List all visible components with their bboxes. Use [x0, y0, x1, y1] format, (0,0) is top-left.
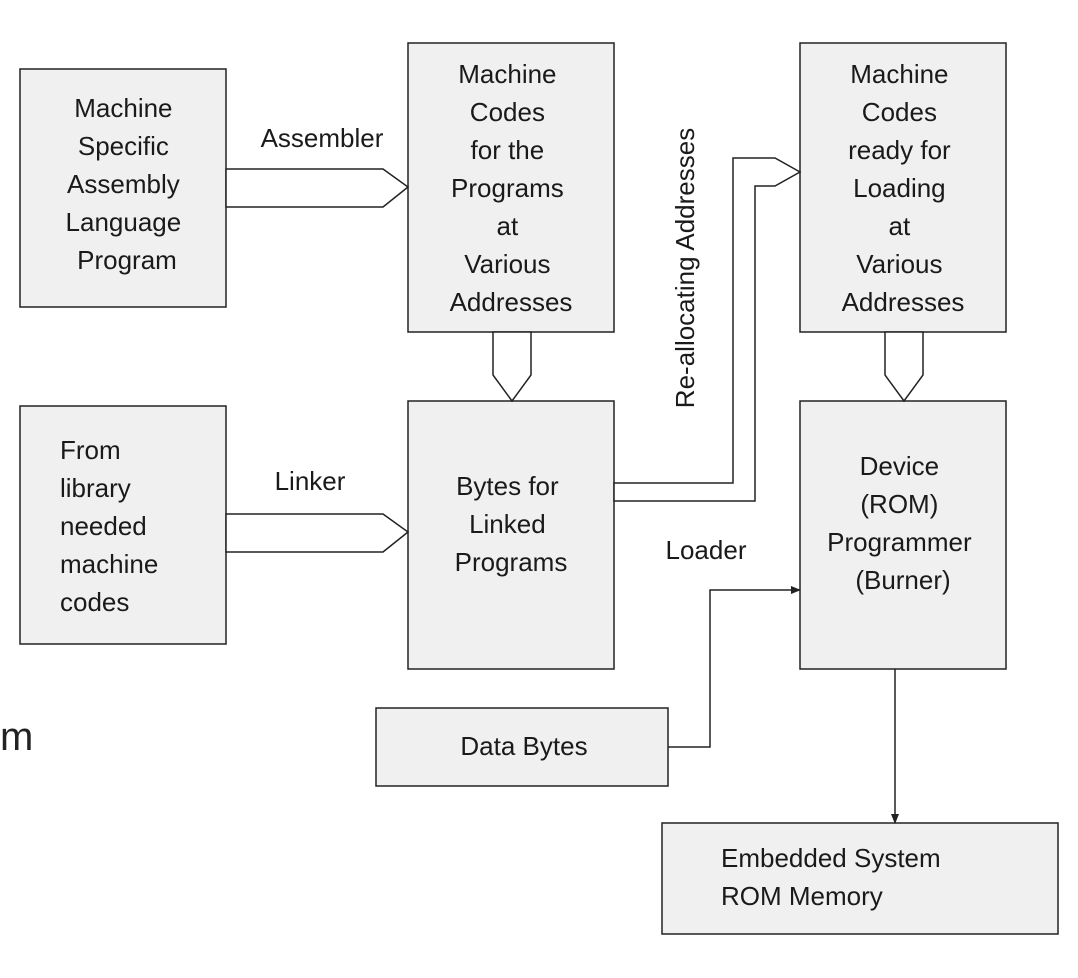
assembly-program-line: Program: [77, 245, 177, 275]
linked-bytes-line: Bytes for: [456, 471, 559, 501]
device-programmer-line: Programmer: [827, 527, 972, 557]
machine-codes-line: for the: [471, 135, 545, 165]
device-programmer-line: (Burner): [855, 565, 950, 595]
data-bytes-text: Data Bytes: [460, 731, 587, 761]
machine-codes-line: at: [497, 211, 519, 241]
machine-codes-line: Machine: [458, 59, 556, 89]
linked-bytes-line: Linked: [469, 509, 546, 539]
ready-codes-text: Machine Codes ready for Loading at Vario…: [842, 59, 965, 317]
ready-codes-line: Machine: [850, 59, 948, 89]
cropped-text-fragment: m: [0, 715, 33, 759]
assembly-program-line: Assembly: [67, 169, 180, 199]
library-codes-line: codes: [60, 587, 129, 617]
box-device-programmer: [799, 400, 1007, 670]
assembler-label: Assembler: [261, 123, 384, 153]
rom-memory-text: Embedded System ROM Memory: [721, 843, 948, 911]
library-codes-line: From: [60, 435, 121, 465]
linker-label: Linker: [275, 466, 346, 496]
device-programmer-line: (ROM): [860, 489, 938, 519]
machine-codes-line: Programs: [451, 173, 564, 203]
loader-label: Loader: [666, 535, 747, 565]
machine-codes-line: Addresses: [450, 287, 573, 317]
ready-to-device-arrow: [884, 331, 924, 403]
data-bytes-line: Data Bytes: [460, 731, 587, 761]
assembler-arrow: [225, 168, 410, 208]
reallocating-label: Re-allocating Addresses: [670, 128, 700, 408]
device-programmer-text: Device (ROM) Programmer (Burner): [827, 451, 979, 595]
box-machine-codes: [407, 42, 615, 333]
box-data-bytes: [375, 707, 669, 787]
box-ready-codes: [799, 42, 1007, 333]
ready-codes-line: ready for: [848, 135, 951, 165]
box-assembly-program: [19, 68, 227, 308]
ready-codes-line: at: [889, 211, 911, 241]
codes-to-linked-arrow: [492, 331, 532, 403]
rom-memory-line: Embedded System: [721, 843, 941, 873]
machine-codes-line: Various: [464, 249, 550, 279]
machine-codes-line: Codes: [470, 97, 545, 127]
device-programmer-line: Device: [860, 451, 939, 481]
ready-codes-line: Codes: [862, 97, 937, 127]
data-bytes-connector: [668, 586, 801, 748]
library-codes-line: machine: [60, 549, 158, 579]
machine-codes-text: Machine Codes for the Programs at Variou…: [450, 59, 573, 317]
rom-memory-line: ROM Memory: [721, 881, 883, 911]
assembly-program-text: Machine Specific Assembly Language Progr…: [66, 93, 189, 275]
reallocating-arrow: [613, 157, 802, 502]
assembly-program-line: Specific: [78, 131, 169, 161]
linker-arrow: [225, 513, 410, 553]
box-library-codes: [19, 405, 227, 645]
linked-bytes-text: Bytes for Linked Programs: [455, 471, 568, 577]
library-codes-text: From library needed machine codes: [60, 435, 166, 617]
linked-bytes-line: Programs: [455, 547, 568, 577]
library-codes-line: needed: [60, 511, 147, 541]
ready-codes-line: Loading: [853, 173, 946, 203]
ready-codes-line: Various: [856, 249, 942, 279]
assembly-program-line: Machine: [74, 93, 172, 123]
library-codes-line: library: [60, 473, 131, 503]
box-linked-bytes: [407, 400, 615, 670]
box-rom-memory: [661, 822, 1059, 935]
ready-codes-line: Addresses: [842, 287, 965, 317]
assembly-program-line: Language: [66, 207, 182, 237]
